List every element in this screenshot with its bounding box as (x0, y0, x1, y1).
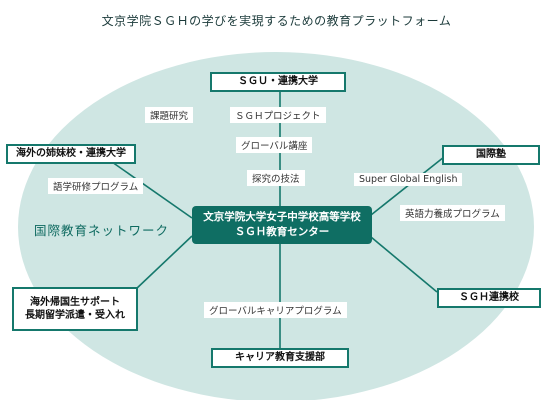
label-english-program: 英語力養成プログラム (400, 205, 505, 221)
network-label: 国際教育ネットワーク (34, 223, 170, 238)
overseas-support-line2: 長期留学派遣・受入れ (25, 310, 125, 321)
career-support-label: キャリア教育支援部 (235, 352, 325, 364)
connector-right-top (370, 156, 445, 216)
label-language-training: 語学研修プログラム (48, 178, 144, 194)
connector-right-bottom (370, 236, 438, 293)
diagram-title: 文京学院ＳＧＨの学びを実現するための教育プラットフォーム (101, 14, 452, 28)
label-super-global: Super Global English (354, 173, 463, 186)
career-support-box: キャリア教育支援部 (211, 348, 349, 368)
sgh-partner-label: ＳＧＨ連携校 (459, 292, 519, 304)
overseas-support-box: 海外帰国生サポート 長期留学派遣・受入れ (12, 287, 138, 331)
label-global-lecture: グローバル講座 (236, 137, 313, 153)
label-sgh-project: ＳＧＨプロジェクト (230, 107, 326, 123)
label-research: 課題研究 (145, 107, 194, 123)
sgu-label: ＳＧＵ・連携大学 (238, 76, 318, 88)
intl-assoc-label: 国際塾 (476, 149, 506, 161)
label-inquiry: 探究の技法 (247, 170, 305, 186)
sgh-center-box: 文京学院大学女子中学校高等学校 ＳＧＨ教育センター (192, 206, 372, 244)
connector-left-top (111, 161, 193, 219)
center-line2: ＳＧＨ教育センター (234, 226, 330, 238)
sgu-box: ＳＧＵ・連携大学 (210, 72, 346, 92)
overseas-support-line1: 海外帰国生サポート (30, 296, 120, 308)
intl-assoc-box: 国際塾 (442, 145, 540, 165)
sister-school-label: 海外の姉妹校・連携大学 (16, 148, 126, 160)
connector-left-bottom (134, 235, 193, 291)
sgh-partner-box: ＳＧＨ連携校 (437, 288, 541, 308)
center-line1: 文京学院大学女子中学校高等学校 (203, 210, 361, 223)
sister-school-box: 海外の姉妹校・連携大学 (6, 144, 136, 164)
label-global-career: グローバルキャリアプログラム (204, 302, 347, 318)
